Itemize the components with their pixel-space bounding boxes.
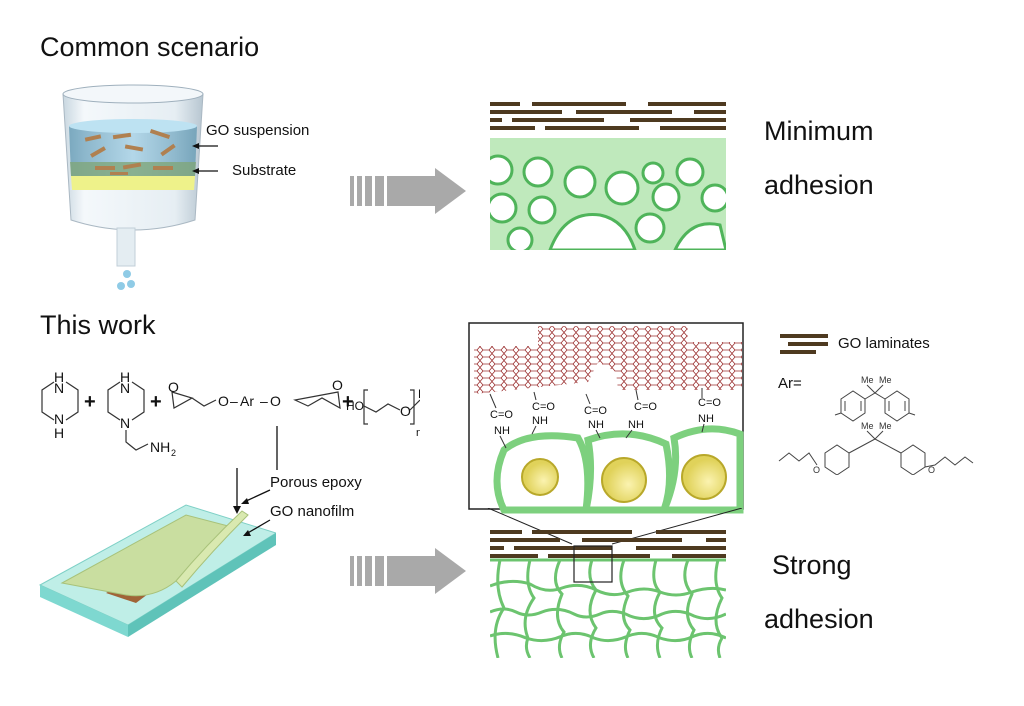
peeled-film-edge: [175, 510, 249, 588]
go-laminates-legend-label: GO laminates: [838, 335, 930, 352]
methyl-label: Me: [861, 421, 874, 431]
strong-adhesion-diagram: [490, 530, 726, 658]
film-label-arrows: [241, 489, 271, 536]
plus-sign: +: [84, 391, 96, 413]
svg-text:–: –: [260, 393, 268, 409]
process-arrow-bottom: [350, 548, 466, 594]
epoxy-nodules: [521, 454, 727, 503]
amide-nh-label: NH: [628, 419, 644, 431]
epoxide-left: [171, 391, 217, 409]
atom-h: H: [54, 425, 64, 441]
liquid-surface: [69, 119, 197, 133]
graphene-oxide-sheets: [474, 326, 742, 394]
filtration-funnel-illustration: [62, 84, 204, 290]
dense-epoxy-network: [490, 558, 726, 658]
linker-bonds-lower: [499, 423, 705, 449]
zoom-region-box: [573, 545, 613, 583]
carbonyl-label: C=O: [634, 401, 657, 413]
amine-subscript: 2: [171, 448, 176, 458]
methyl-label: Me: [879, 421, 892, 431]
piperazine-ring: [41, 381, 79, 421]
atom-n: N: [120, 380, 130, 396]
peg-hydrogen: H: [418, 387, 420, 401]
peg-oxygen: O: [400, 403, 411, 419]
aminoethylpiperazine-ring: [107, 381, 145, 421]
minimum-adhesion-diagram: [490, 102, 726, 250]
plus-sign: +: [150, 391, 162, 413]
porous-epoxy-label: Porous epoxy: [270, 474, 362, 491]
peg-repeat-n: n: [416, 427, 420, 439]
epoxide-oxygen: O: [332, 377, 343, 393]
peg-hydroxyl: HO: [346, 399, 364, 413]
ether-oxygen: O: [218, 393, 229, 409]
peg-brackets: [363, 389, 415, 425]
atom-h: H: [120, 369, 130, 385]
carbonyl-label: C=O: [532, 401, 555, 413]
funnel-stem: [116, 227, 136, 267]
methyl-label: Me: [879, 375, 892, 385]
go-laminates-legend-icon: [780, 334, 828, 354]
amide-nh-label: NH: [588, 419, 604, 431]
atom-h: H: [54, 369, 64, 385]
large-pores: [490, 154, 726, 250]
amide-nh-label: NH: [532, 415, 548, 427]
atom-n: N: [54, 411, 64, 427]
this-work-title: This work: [40, 310, 156, 340]
yellow-support-layer: [71, 176, 195, 190]
reaction-scheme: H N N H + H N N NH 2 + O O – Ar – O O + …: [41, 369, 420, 470]
atom-n: N: [120, 415, 130, 431]
carbonyl-label: C=O: [698, 397, 721, 409]
funnel-rim: [62, 84, 204, 104]
interface-inset: C=O NH C=O NH C=O NH C=O NH C=O NH: [468, 322, 744, 514]
go-laminate-bars: [490, 530, 726, 558]
epoxide-right: [293, 391, 341, 410]
water-drops: [117, 270, 135, 290]
down-arrow: [233, 468, 241, 514]
carbonyl-label: C=O: [490, 409, 513, 421]
ar-definition-label: Ar=: [778, 375, 802, 392]
ether-oxygen-label: O: [928, 465, 935, 475]
substrate-layer: [70, 162, 196, 176]
strong-label: Strong: [772, 550, 852, 580]
atom-n: N: [54, 380, 64, 396]
peeled-film-illustration: [38, 504, 276, 637]
plus-sign: +: [342, 391, 354, 413]
adhesion-label-top: adhesion: [764, 170, 874, 200]
process-arrow-top: [350, 168, 466, 214]
svg-text:–: –: [230, 393, 238, 409]
go-nanofilm-label: GO nanofilm: [270, 503, 355, 520]
ether-oxygen-label: O: [813, 465, 820, 475]
adhesion-label-bottom: adhesion: [764, 604, 874, 634]
funnel-label-arrows: [192, 143, 218, 174]
epoxide-oxygen: O: [168, 379, 179, 395]
amide-nh-label: NH: [698, 413, 714, 425]
common-scenario-title: Common scenario: [40, 32, 260, 62]
ar-structures: Me Me Me Me O O: [778, 375, 974, 475]
minimum-label: Minimum: [764, 116, 874, 146]
aryl-group: Ar: [240, 393, 254, 409]
amide-nh-label: NH: [494, 425, 510, 437]
go-suspension-label: GO suspension: [206, 122, 310, 139]
go-laminate-bars: [490, 102, 726, 130]
glass-substrate-side: [128, 533, 276, 637]
ether-oxygen: O: [270, 393, 281, 409]
amine-group: NH: [150, 439, 170, 455]
linker-bonds: [489, 388, 703, 409]
glass-substrate-front: [40, 585, 128, 637]
substrate-label: Substrate: [232, 162, 297, 179]
methyl-label: Me: [861, 375, 874, 385]
go-flakes: [84, 129, 176, 175]
carbonyl-label: C=O: [584, 405, 607, 417]
